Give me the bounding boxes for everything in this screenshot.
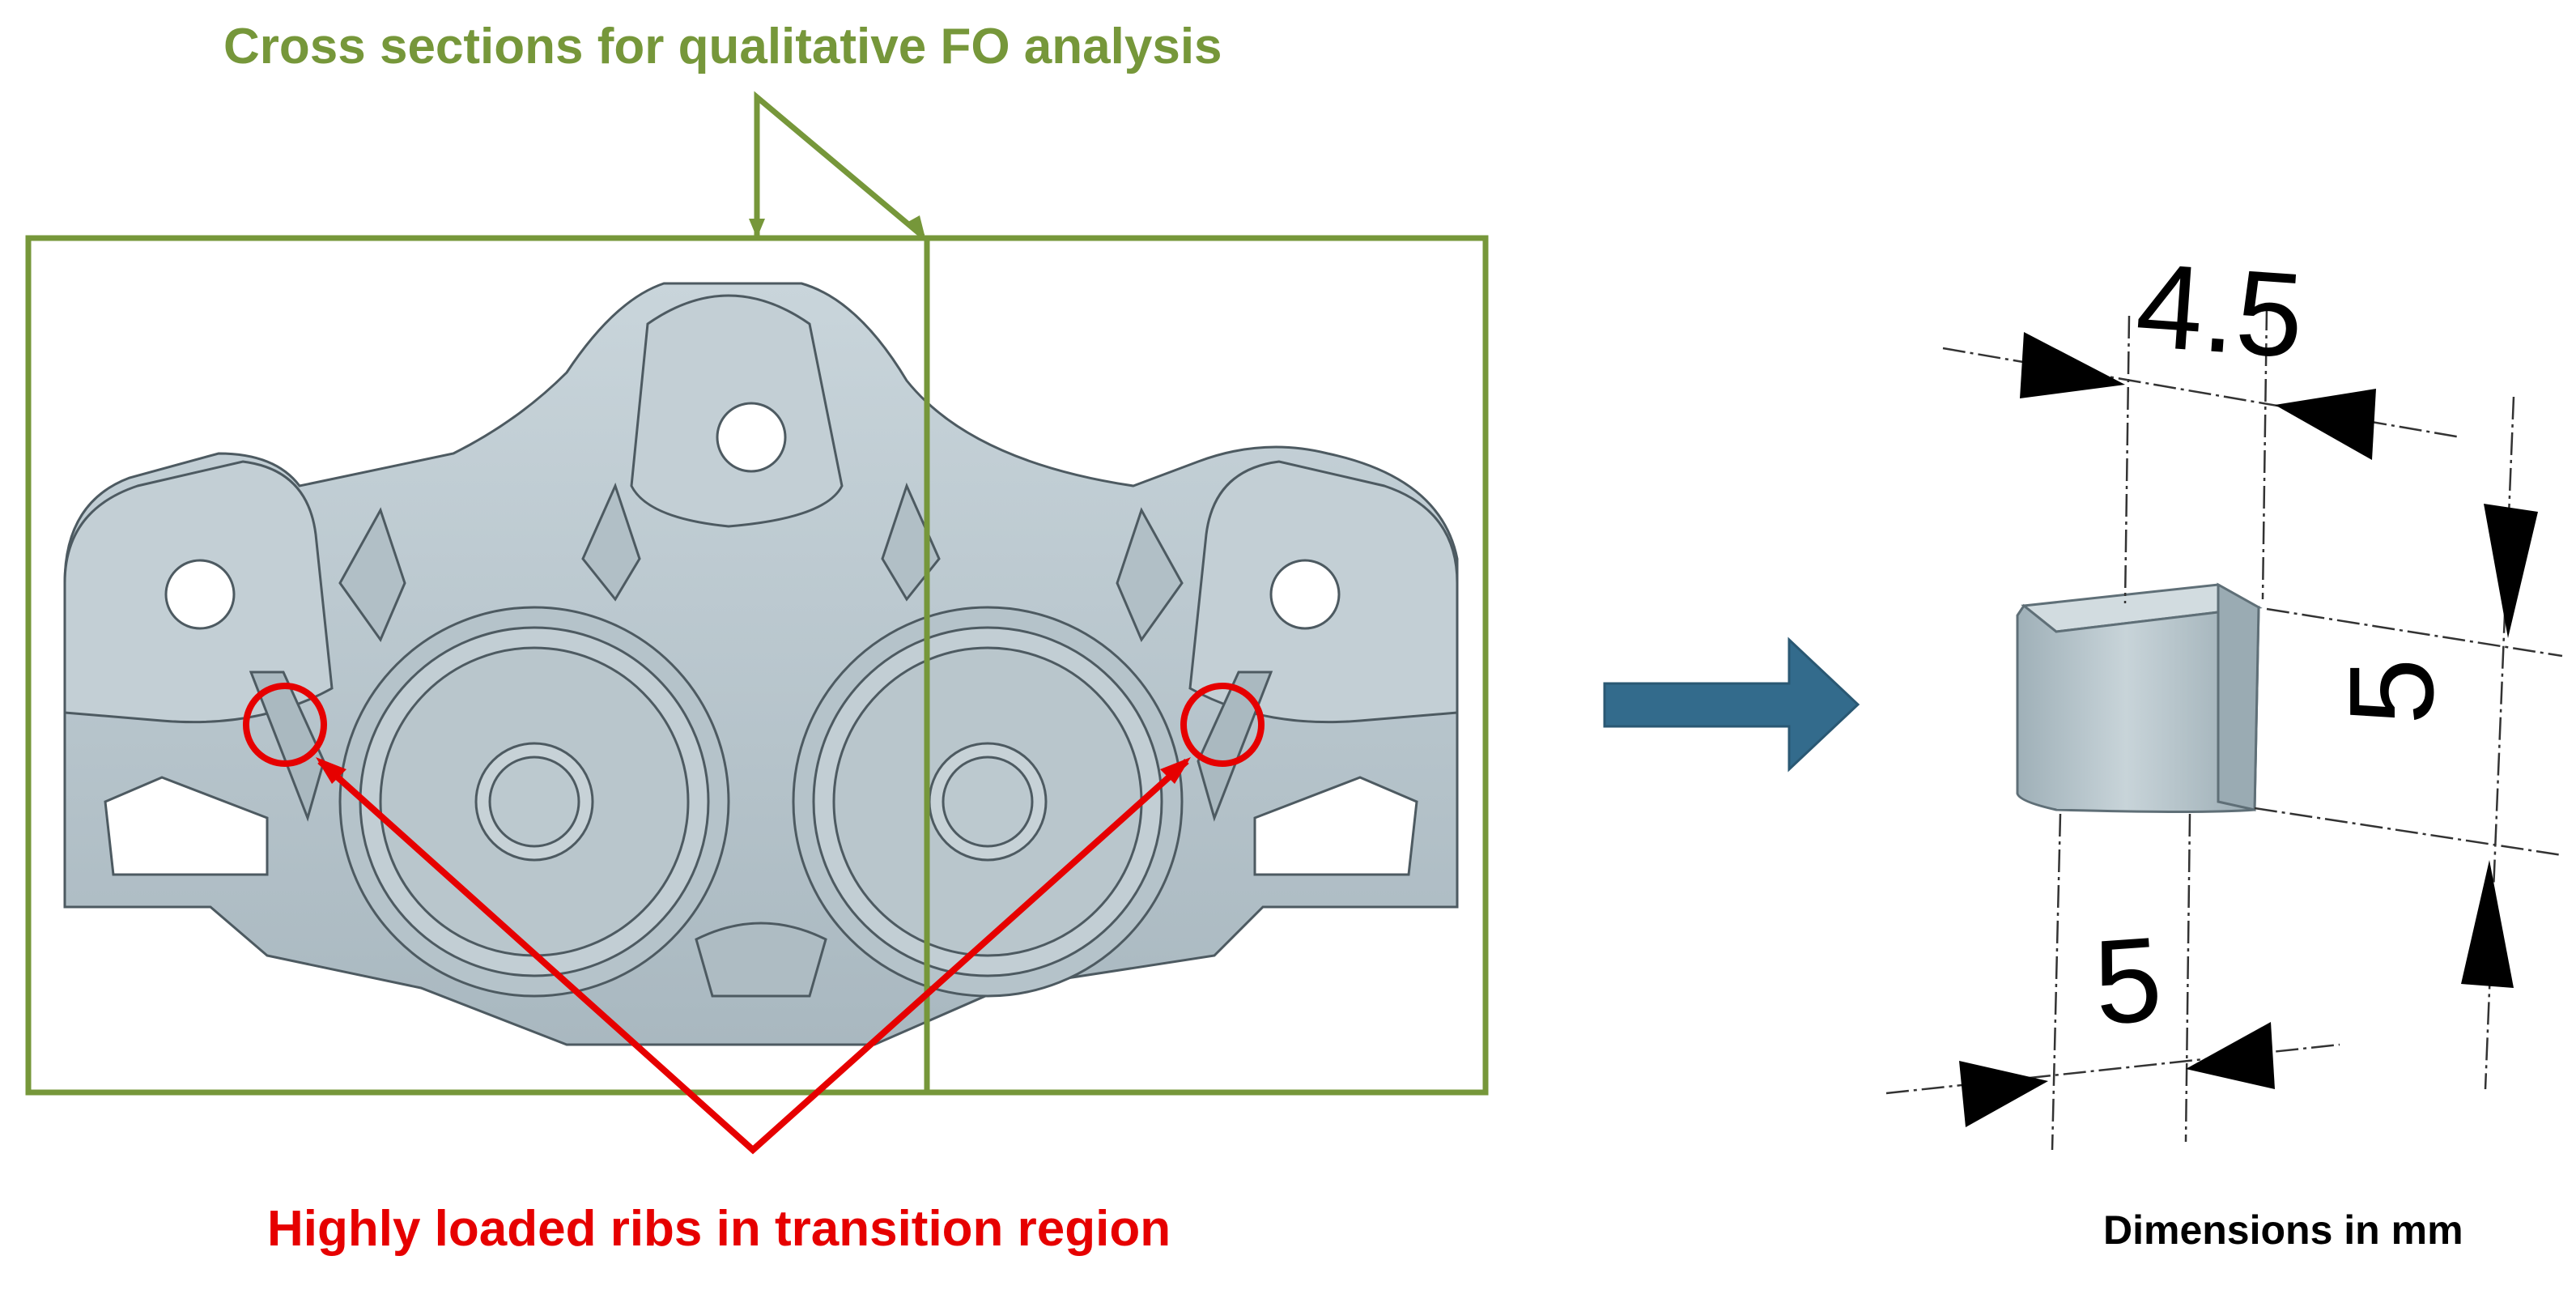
bottom-pocket <box>695 922 827 998</box>
highlight-markers <box>243 683 1265 1155</box>
dimension-width-label: 4.5 <box>2132 238 2308 383</box>
callout-lines <box>317 759 1189 1155</box>
dimension-height-label: 5 <box>2325 658 2459 725</box>
specimen-side-face <box>2217 582 2260 811</box>
top-hole <box>716 402 787 473</box>
dimension-depth-label: 5 <box>2090 912 2166 1049</box>
right-window <box>1253 776 1418 876</box>
specimen-front-face <box>2016 603 2260 813</box>
highlight-circle-left <box>243 683 327 767</box>
caliper-part <box>63 282 1459 1046</box>
left-window <box>104 776 269 876</box>
rib-center-left <box>581 482 641 602</box>
section-pointer-arrowheads <box>749 215 925 238</box>
cross-section-boxes <box>25 91 1489 1096</box>
cross-section-title: Cross sections for qualitative FO analys… <box>223 19 1222 75</box>
right-hole <box>1269 559 1341 630</box>
units-note: Dimensions in mm <box>2103 1207 2463 1253</box>
highlight-circle-right <box>1180 683 1265 767</box>
rib-right-upper <box>1116 507 1184 643</box>
specimen-cube <box>2016 582 2263 813</box>
left-hole <box>164 559 236 630</box>
right-bore <box>792 606 1184 998</box>
rib-right-transition <box>1197 671 1273 822</box>
transition-arrow <box>1603 636 1860 773</box>
rib-left-upper <box>338 507 406 643</box>
callout-arrowheads <box>316 757 1191 784</box>
dimension-arrowheads <box>1959 332 2538 1127</box>
highlight-callout-text: Highly loaded ribs in transition region <box>267 1201 1171 1257</box>
left-bore <box>338 606 730 998</box>
section-pointer-lines <box>754 91 925 239</box>
section-box-right <box>924 235 1489 1096</box>
